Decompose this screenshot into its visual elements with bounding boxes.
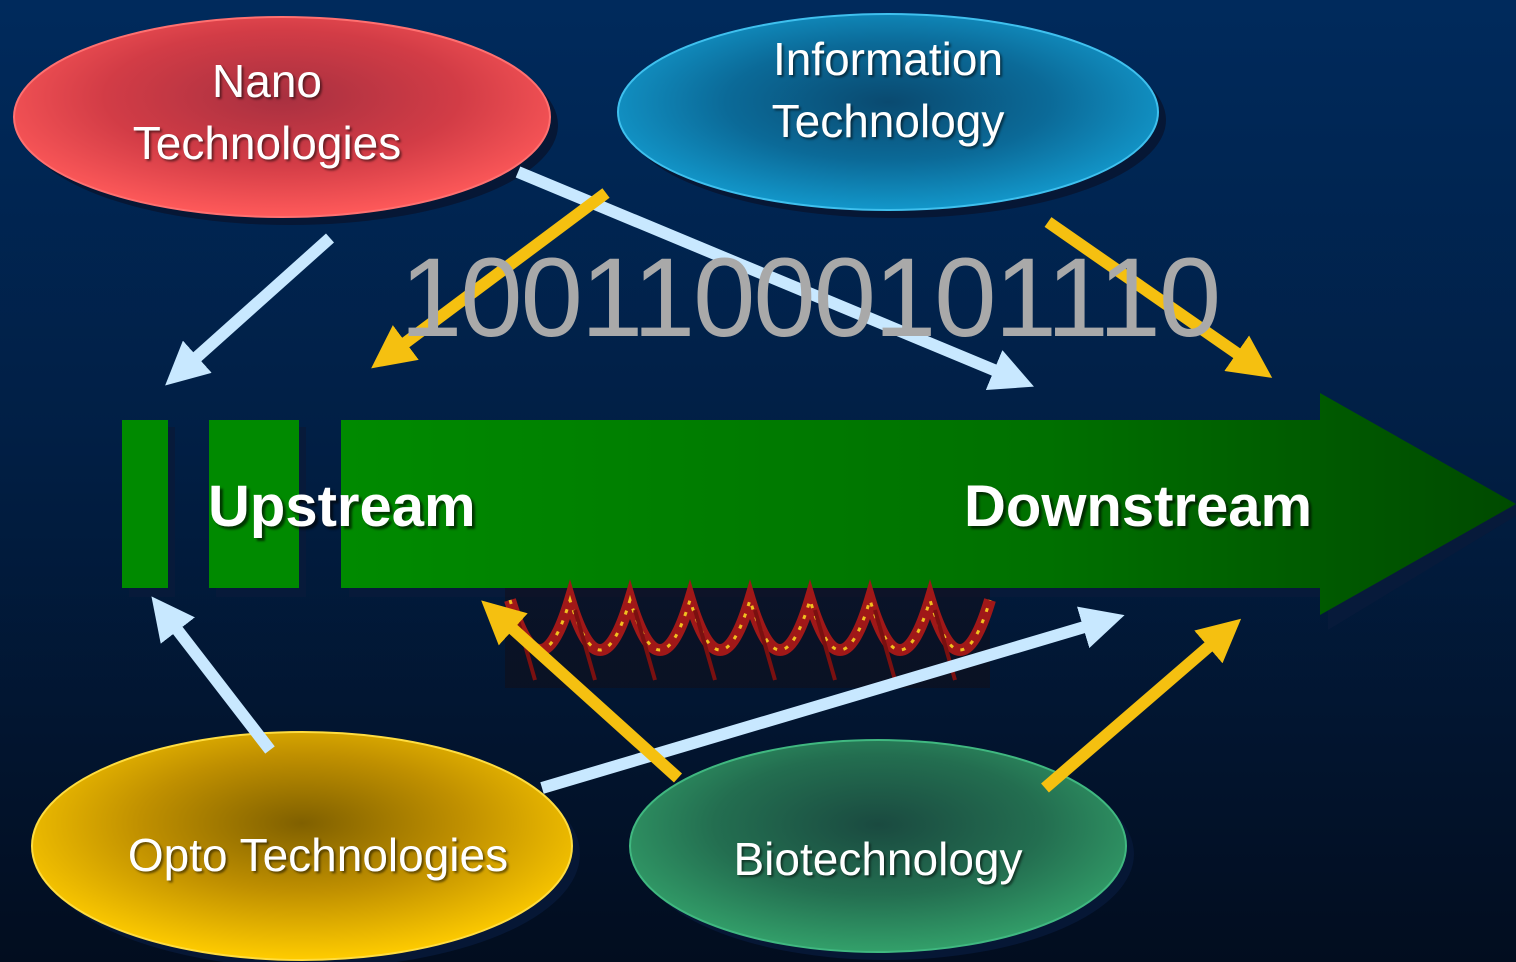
arrow-nano-to-downstream xyxy=(515,166,1034,390)
opto-technologies-oval xyxy=(31,731,573,961)
information-technology-oval xyxy=(617,13,1159,211)
arrow-opto-to-upstream xyxy=(151,596,275,754)
arrow-bio-to-downstream xyxy=(1041,618,1242,793)
flow-bar-segment-2 xyxy=(209,420,299,588)
arrow-info-to-upstream xyxy=(371,188,610,369)
downstream-label: Downstream xyxy=(964,474,1313,539)
arrow-info-to-downstream xyxy=(1044,217,1273,378)
information-technology-label: Information Technology xyxy=(720,28,1056,152)
biotechnology-label: Biotechnology xyxy=(733,833,1023,885)
flow-bar xyxy=(122,393,1516,615)
nano-technologies-label: Nano Technologies xyxy=(100,50,434,174)
nano-technologies-oval xyxy=(13,16,551,218)
arrow-opto-to-downstream xyxy=(540,606,1125,794)
arrow-bio-to-upstream xyxy=(481,600,683,783)
upstream-label: Upstream xyxy=(208,474,476,539)
info-line-2: Technology xyxy=(771,95,1005,147)
flow-bar-segment-1 xyxy=(122,420,168,588)
flow-arrow xyxy=(341,393,1516,615)
arrows xyxy=(151,166,1273,794)
dna-helix-image xyxy=(504,579,996,688)
info-line-1: Information xyxy=(772,33,1004,85)
arrow-nano-to-upstream xyxy=(165,233,335,386)
binary-digits-text: 10011000101110 xyxy=(400,235,1221,360)
opto-technologies-label: Opto Technologies xyxy=(127,829,509,881)
nano-line-2: Technologies xyxy=(132,117,402,169)
biotechnology-oval xyxy=(629,739,1127,953)
nano-line-1: Nano xyxy=(212,55,322,107)
